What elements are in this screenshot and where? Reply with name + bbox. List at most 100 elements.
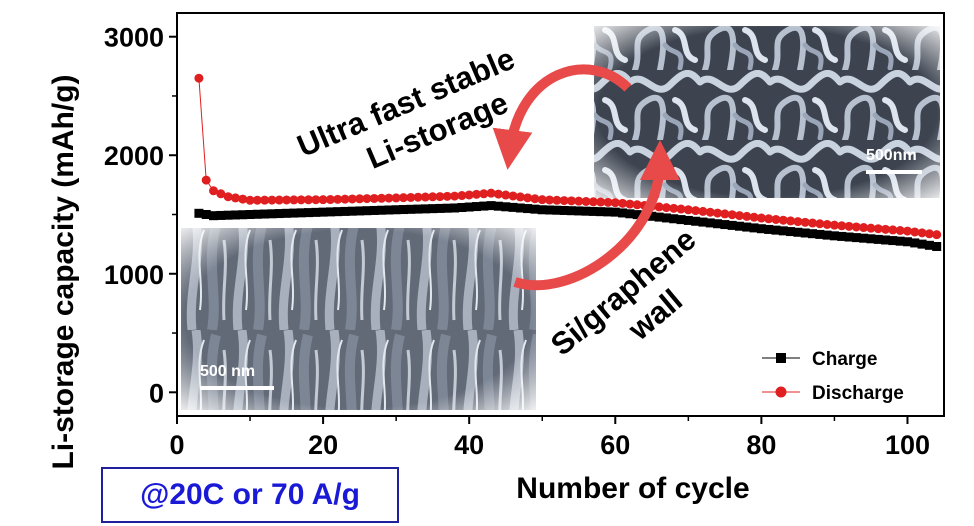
discharge-point [289,195,299,205]
charge-point [442,203,452,213]
condition-label: @20C or 70 A/g [140,478,360,511]
curved-arrow-bottom-icon [513,140,680,291]
x-tick-label: 0 [169,430,184,460]
charge-point [727,220,737,230]
charge-point [384,205,394,215]
charge-point [413,204,423,214]
charge-point [683,215,693,225]
discharge-point [895,226,905,236]
charge-point [559,205,569,215]
charge-point [260,209,270,219]
charge-point [486,201,496,211]
discharge-point [713,208,723,218]
charge-point [464,202,474,212]
charge-point [822,230,832,240]
discharge-point [632,200,642,210]
charge-point [873,234,883,244]
legend-discharge-marker [775,386,787,398]
discharge-point [406,192,416,202]
discharge-point [201,175,211,185]
charge-point [866,234,876,244]
charge-point [669,214,679,224]
x-tick-label: 60 [600,430,630,460]
discharge-point [742,211,752,221]
discharge-point [282,195,292,205]
x-axis-label: Number of cycle [516,472,749,505]
charge-point [340,206,350,216]
discharge-point [340,194,350,204]
discharge-point [800,217,810,227]
charge-point [691,216,701,226]
discharge-point [318,195,328,205]
charge-point [274,209,284,219]
discharge-point [756,213,766,223]
charge-point [888,236,898,246]
charge-point [508,202,518,212]
charge-point [355,206,365,216]
charge-point [924,240,934,250]
charge-point [625,209,635,219]
charge-point [647,211,657,221]
discharge-point [734,211,744,221]
charge-point [333,207,343,217]
discharge-point [654,202,664,212]
sem-inset-top: 500nm [594,26,940,198]
charge-point [632,210,642,220]
charge-point [552,205,562,215]
charge-point [603,207,613,217]
discharge-point [223,192,233,202]
charge-point [479,201,489,211]
charge-point [230,210,240,220]
charge-point [267,209,277,219]
charge-point [347,206,357,216]
discharge-point [552,195,562,205]
discharge-point [267,195,277,205]
discharge-point [325,195,335,205]
charge-point [837,231,847,241]
discharge-point [479,189,489,199]
charge-point [311,207,321,217]
discharge-point [362,194,372,204]
charge-point [398,205,408,215]
charge-point [859,233,869,243]
discharge-point [786,216,796,226]
discharge-point [559,196,569,206]
discharge-point [720,209,730,219]
charge-point [851,233,861,243]
charge-point [406,204,416,214]
charge-point [829,231,839,241]
series-charge [194,201,942,252]
charge-point [457,203,467,213]
scale-label-top: 500nm [866,147,917,164]
discharge-point [596,197,606,207]
discharge-point [888,225,898,235]
discharge-point [428,192,438,202]
discharge-point [508,191,518,201]
charge-point [289,208,299,218]
discharge-point [727,210,737,220]
charge-point [194,208,204,218]
discharge-point [384,193,394,203]
charge-point [895,236,905,246]
charge-point [252,209,262,219]
charge-point [786,227,796,237]
discharge-point [676,204,686,214]
discharge-point [683,205,693,215]
charge-point [537,205,547,215]
discharge-point [932,230,942,240]
charge-point [493,201,503,211]
scale-label-bottom: 500 nm [200,363,255,380]
x-tick-label: 40 [454,430,484,460]
discharge-point [618,198,628,208]
charge-point [545,205,555,215]
discharge-point [844,221,854,231]
charge-point [362,206,372,216]
discharge-point [450,191,460,201]
legend: Charge Discharge [762,349,904,404]
discharge-point [661,203,671,213]
discharge-point [545,195,555,205]
discharge-point [209,186,219,196]
charge-point [596,207,606,217]
